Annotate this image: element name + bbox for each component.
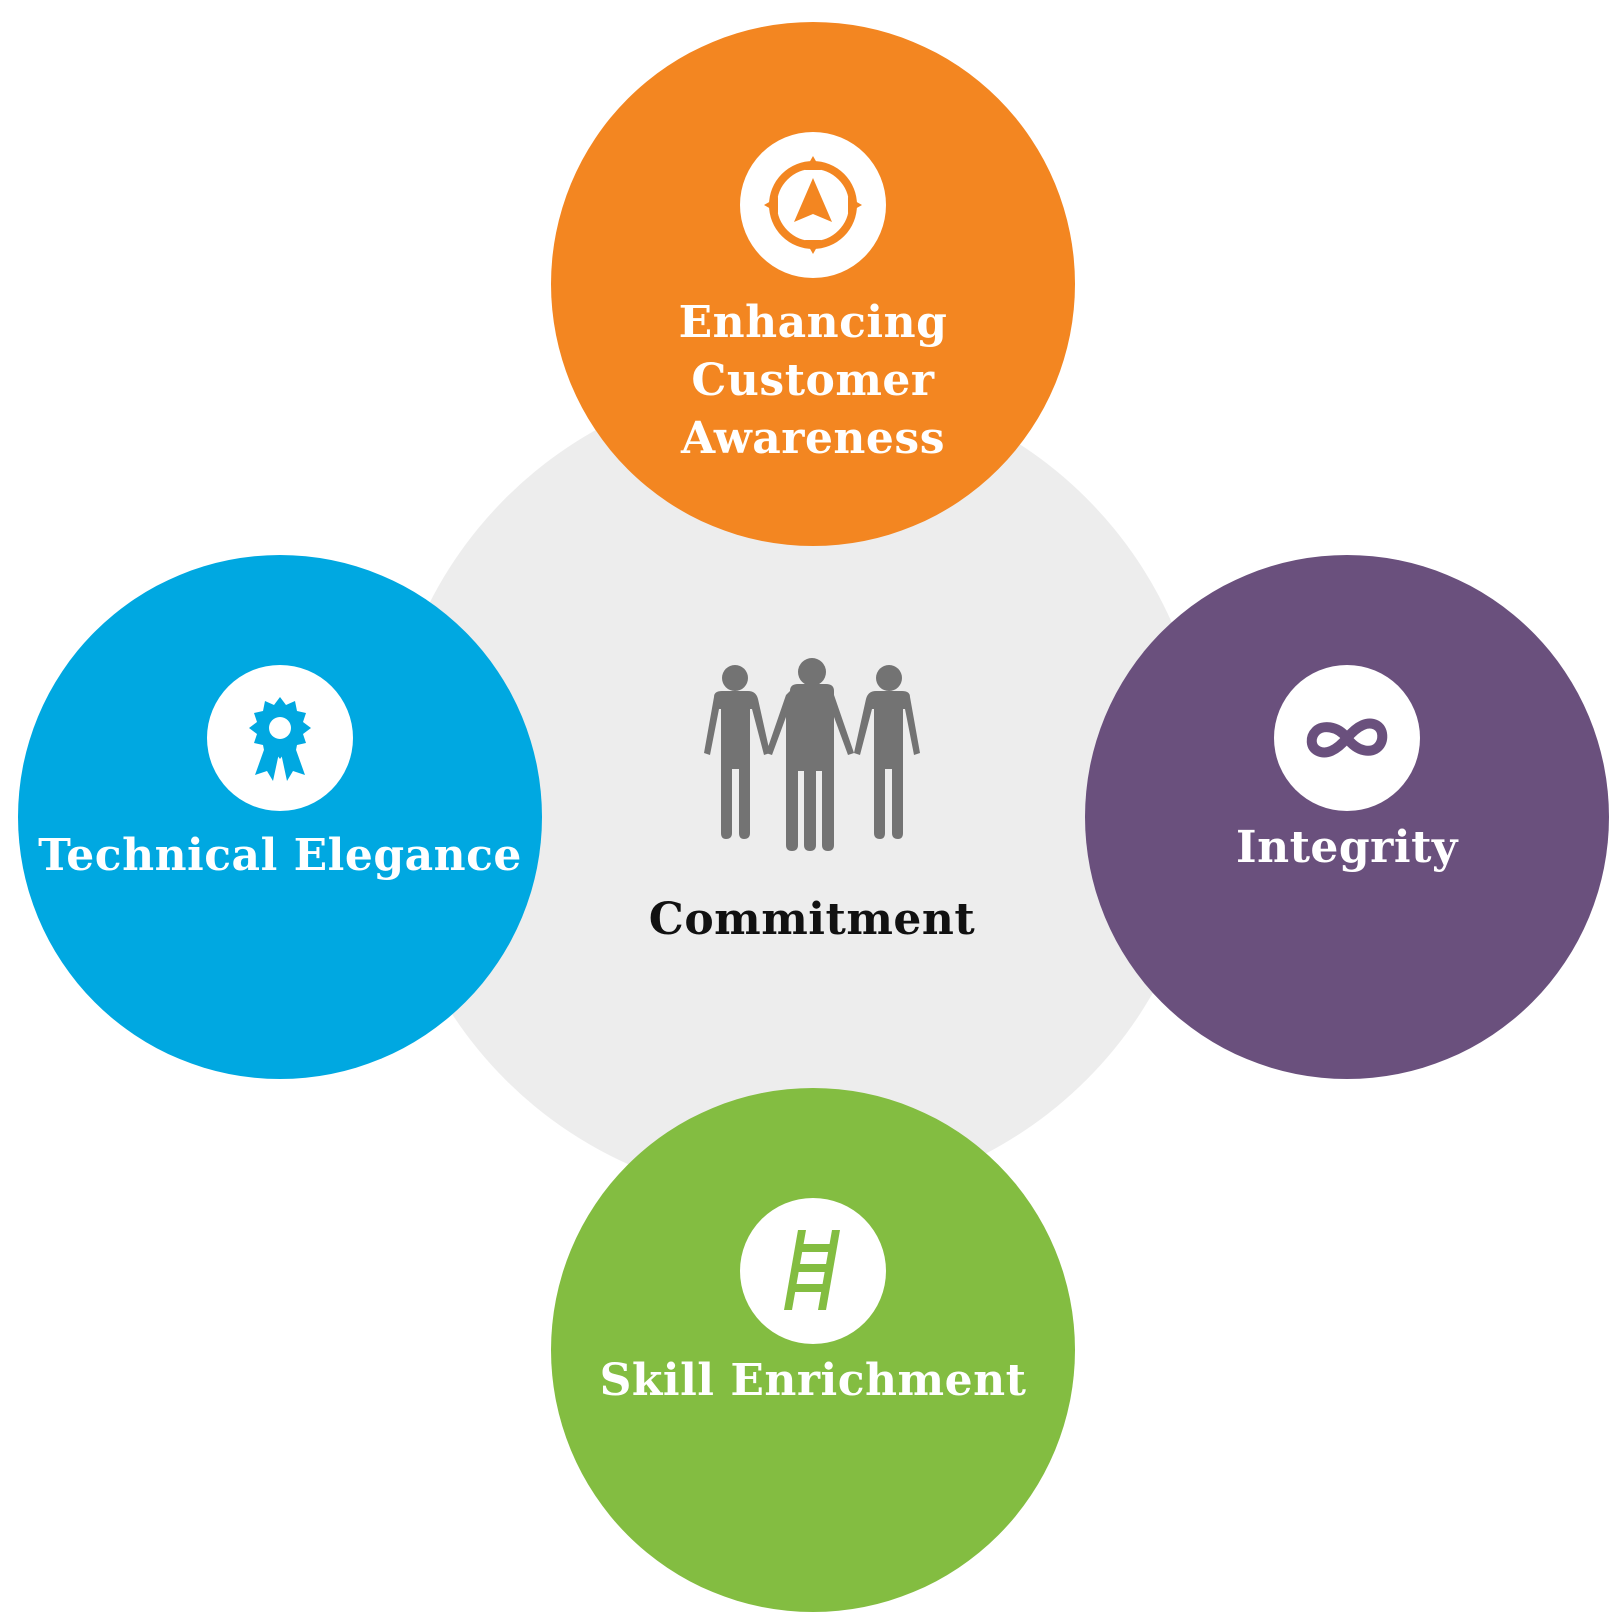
petal-label: Integrity (1236, 822, 1458, 873)
petal-label-line1: Enhancing Customer (678, 297, 948, 406)
petal-technical-elegance: Technical Elegance (18, 555, 542, 1079)
award-ribbon-icon (249, 697, 311, 781)
petal-label: Enhancing Customer Awareness (551, 294, 1075, 468)
ladder-icon-disc (740, 1198, 886, 1344)
infinity-icon (1306, 718, 1388, 758)
petal-integrity: Integrity (1085, 555, 1609, 1079)
petal-skill-enrichment: Skill Enrichment (551, 1088, 1075, 1612)
ladder-icon (784, 1230, 840, 1310)
infinity-icon-disc (1274, 665, 1420, 811)
petal-label-line2: Awareness (681, 413, 945, 464)
award-ribbon-icon-disc (207, 665, 353, 811)
center-label: Commitment (648, 894, 976, 945)
compass-icon-disc (740, 132, 886, 278)
petal-enhancing-customer-awareness: Enhancing Customer Awareness (551, 22, 1075, 546)
compass-icon (764, 156, 862, 254)
petal-label: Technical Elegance (38, 830, 522, 881)
people-icon (704, 658, 920, 851)
petal-label: Skill Enrichment (599, 1355, 1027, 1406)
